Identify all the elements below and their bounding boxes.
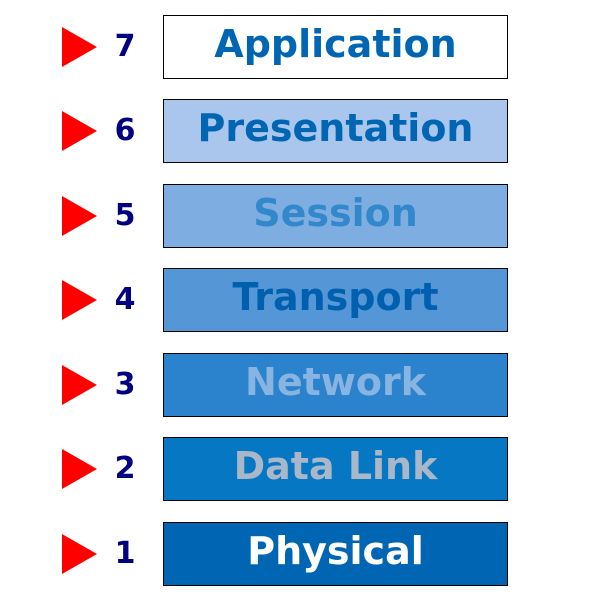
- layer-box: Session: [163, 184, 508, 248]
- layer-row-3: 3 Network: [0, 353, 600, 417]
- red-triangle-arrow-icon: [62, 449, 97, 489]
- layer-number: 5: [114, 198, 136, 233]
- layer-label: Presentation: [197, 106, 474, 150]
- layer-box: Application: [163, 15, 508, 79]
- layer-label: Session: [253, 191, 418, 235]
- layer-box: Transport: [163, 268, 508, 332]
- layer-label: Physical: [247, 529, 424, 573]
- layer-box: Presentation: [163, 99, 508, 163]
- red-triangle-arrow-icon: [62, 196, 97, 236]
- layer-row-7: 7 Application: [0, 15, 600, 79]
- layer-row-2: 2 Data Link: [0, 437, 600, 501]
- layer-box: Data Link: [163, 437, 508, 501]
- red-triangle-arrow-icon: [62, 280, 97, 320]
- red-triangle-arrow-icon: [62, 534, 97, 574]
- layer-box: Physical: [163, 522, 508, 586]
- layer-label: Network: [245, 360, 426, 404]
- layer-number: 3: [114, 367, 136, 402]
- layer-number: 2: [114, 451, 136, 486]
- layer-box: Network: [163, 353, 508, 417]
- layer-row-1: 1 Physical: [0, 522, 600, 586]
- red-triangle-arrow-icon: [62, 27, 97, 67]
- layer-row-5: 5 Session: [0, 184, 600, 248]
- layer-row-4: 4 Transport: [0, 268, 600, 332]
- layer-label: Transport: [232, 275, 439, 319]
- layer-label: Data Link: [233, 444, 438, 488]
- layer-number: 1: [114, 536, 136, 571]
- layer-number: 7: [114, 29, 136, 64]
- layer-number: 4: [114, 282, 136, 317]
- red-triangle-arrow-icon: [62, 365, 97, 405]
- layer-label: Application: [214, 22, 457, 66]
- red-triangle-arrow-icon: [62, 111, 97, 151]
- layer-number: 6: [114, 113, 136, 148]
- layer-row-6: 6 Presentation: [0, 99, 600, 163]
